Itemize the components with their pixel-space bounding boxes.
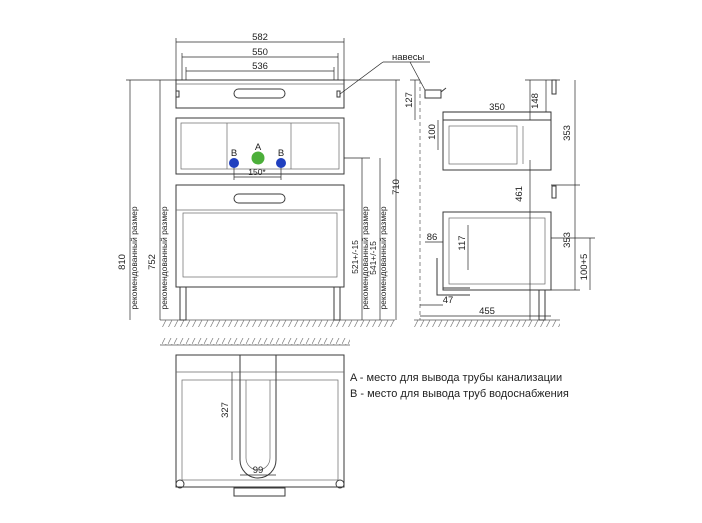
dim-148: 148 (530, 93, 541, 109)
dim-100: 100 (427, 124, 438, 140)
plan-wall-hatch (160, 338, 350, 345)
marker-b-left-label: B (231, 148, 237, 159)
dim-455: 455 (479, 306, 495, 317)
marker-b-right-water (276, 158, 286, 168)
drawer-handle-top (233, 88, 286, 99)
front-view (126, 38, 430, 327)
upper-shelf (175, 117, 345, 175)
recommended-label-810: рекомендованный размер (129, 206, 139, 310)
side-floor-hatch (414, 320, 560, 327)
dim-47: 47 (443, 295, 454, 306)
dim-99: 99 (253, 465, 264, 476)
legend-b: B - место для вывода труб водоснабжения (350, 388, 569, 400)
marker-b-right-label: B (278, 148, 284, 159)
dim-582: 582 (252, 32, 268, 43)
dim-541: 541+/-15 (368, 241, 378, 275)
floor-hatch (160, 320, 395, 327)
drain-cutout (239, 355, 277, 479)
dim-127: 127 (404, 92, 415, 108)
marker-b-left-water (229, 158, 239, 168)
dim-86: 86 (427, 232, 438, 243)
side-view (410, 79, 595, 327)
marker-a-label: A (255, 142, 262, 153)
recommended-label-752: рекомендованный размер (159, 206, 169, 310)
plan-view (160, 338, 350, 497)
dim-353-top: 353 (562, 125, 573, 141)
dim-461: 461 (514, 186, 525, 202)
dim-117: 117 (457, 235, 468, 250)
hinges-label: навесы (392, 52, 425, 63)
dim-752: 752 (147, 254, 158, 270)
lower-drawer (175, 184, 345, 288)
legend-a: A - место для вывода трубы канализации (350, 372, 563, 384)
marker-a-sewer (251, 151, 265, 165)
side-lower (442, 211, 552, 291)
plan-handle (233, 487, 286, 497)
dim-350: 350 (489, 102, 505, 113)
dim-710: 710 (391, 179, 402, 195)
recommended-label-521: рекомендованный размер (360, 206, 370, 310)
dim-521: 521+/-15 (350, 240, 360, 274)
dim-550: 550 (252, 47, 268, 58)
dim-536: 536 (252, 61, 268, 72)
dim-100-5: 100+5 (579, 254, 590, 281)
recommended-label-541: рекомендованный размер (378, 206, 388, 310)
dim-327: 327 (220, 402, 231, 418)
dim-810: 810 (117, 254, 128, 270)
dim-150: 150* (248, 167, 266, 177)
dim-353-bottom: 353 (562, 232, 573, 248)
side-upper (442, 119, 552, 171)
drawer-handle-bottom (233, 193, 286, 204)
plan-outline (175, 354, 345, 488)
